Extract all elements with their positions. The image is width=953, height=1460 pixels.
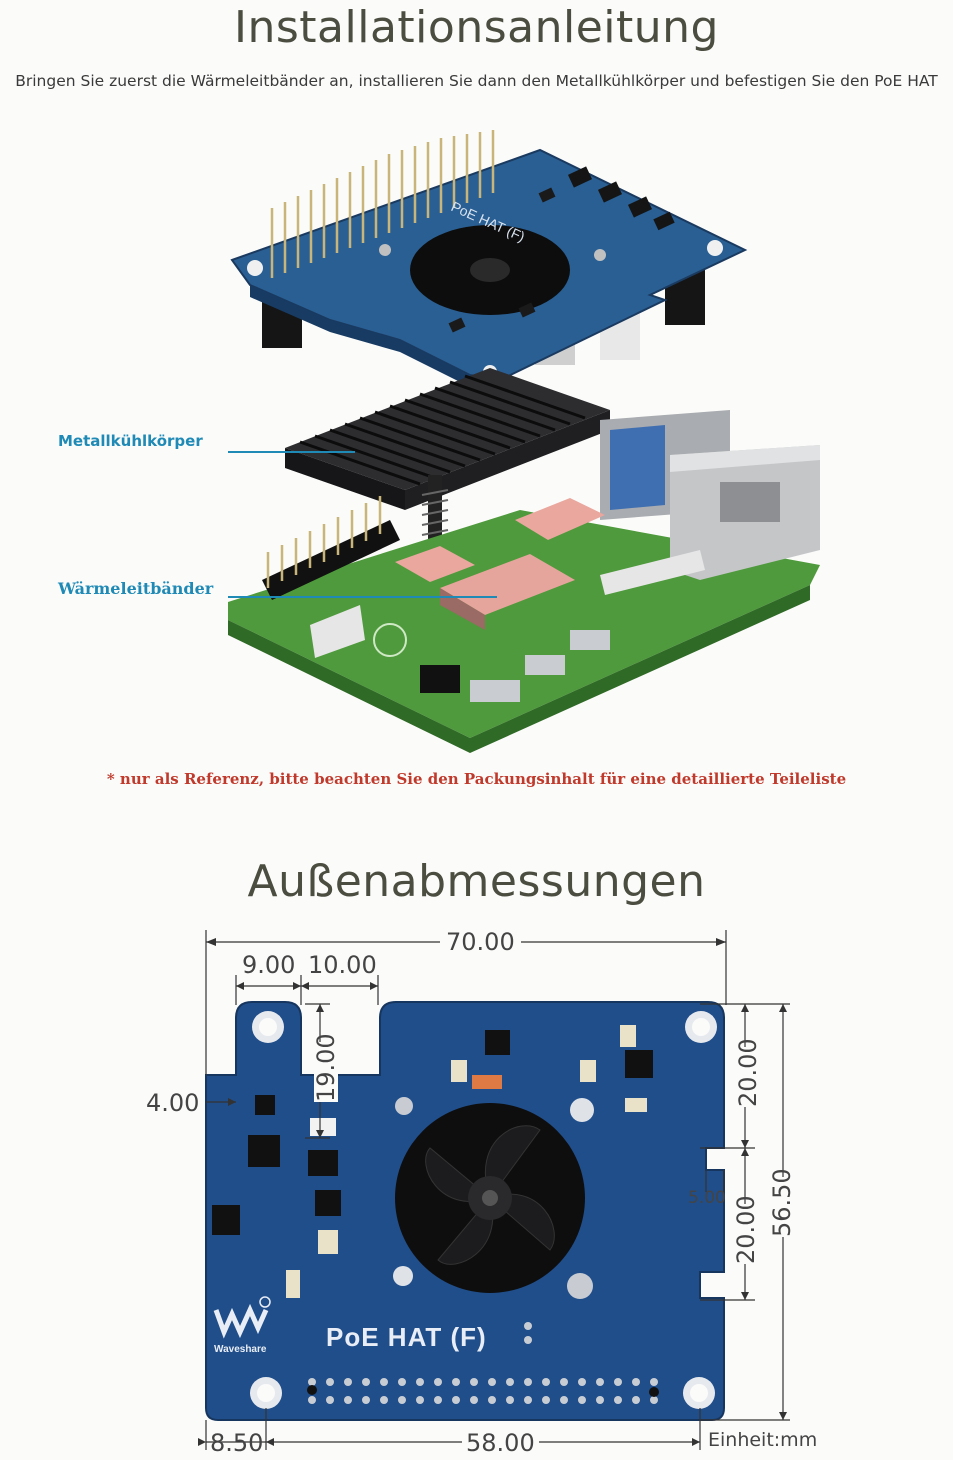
dim-tab-hole: 19.00 — [312, 1033, 340, 1102]
thermal-pads-callout: Wärmeleitbänder — [58, 579, 214, 598]
dim-tab-width: 9.00 — [242, 951, 296, 979]
dim-right-top: 20.00 — [734, 1038, 762, 1107]
board-silkscreen-label: PoE HAT (F) — [326, 1322, 487, 1352]
dim-left-offset: 4.00 — [146, 1089, 200, 1117]
thermal-pad-1 — [515, 498, 605, 540]
dim-total-height: 56.50 — [768, 1168, 796, 1237]
dim-right-step: 5.00 — [688, 1188, 726, 1208]
heatsink-illustration — [285, 368, 610, 545]
thermal-pad-3 — [440, 554, 575, 615]
dim-gap: 10.00 — [308, 951, 377, 979]
install-subtitle: Bringen Sie zuerst die Wärmeleitbänder a… — [15, 72, 938, 90]
raspberry-pi-board-illustration — [228, 410, 820, 753]
poe-hat-board-illustration: PoE HAT (F) — [230, 130, 748, 392]
heatsink-callout: Metallkühlkörper — [58, 432, 203, 450]
dim-right-bottom: 20.00 — [732, 1195, 760, 1264]
thermal-pad-2 — [395, 546, 475, 582]
dimensions-title: Außenabmessungen — [247, 856, 706, 907]
dim-hole-spacing: 58.00 — [462, 1431, 539, 1455]
install-title: Installationsanleitung — [234, 2, 719, 53]
reference-note: * nur als Referenz, bitte beachten Sie d… — [106, 770, 847, 788]
dimension-drawing — [198, 930, 790, 1450]
exploded-assembly-illustration: PoE HAT (F) — [228, 130, 820, 753]
dim-bottom-left: 8.50 — [210, 1429, 264, 1457]
unit-label: Einheit:mm — [708, 1429, 818, 1451]
waveshare-logo — [213, 1303, 269, 1339]
brand-label: Waveshare — [214, 1344, 267, 1355]
dim-total-width: 70.00 — [440, 930, 521, 954]
